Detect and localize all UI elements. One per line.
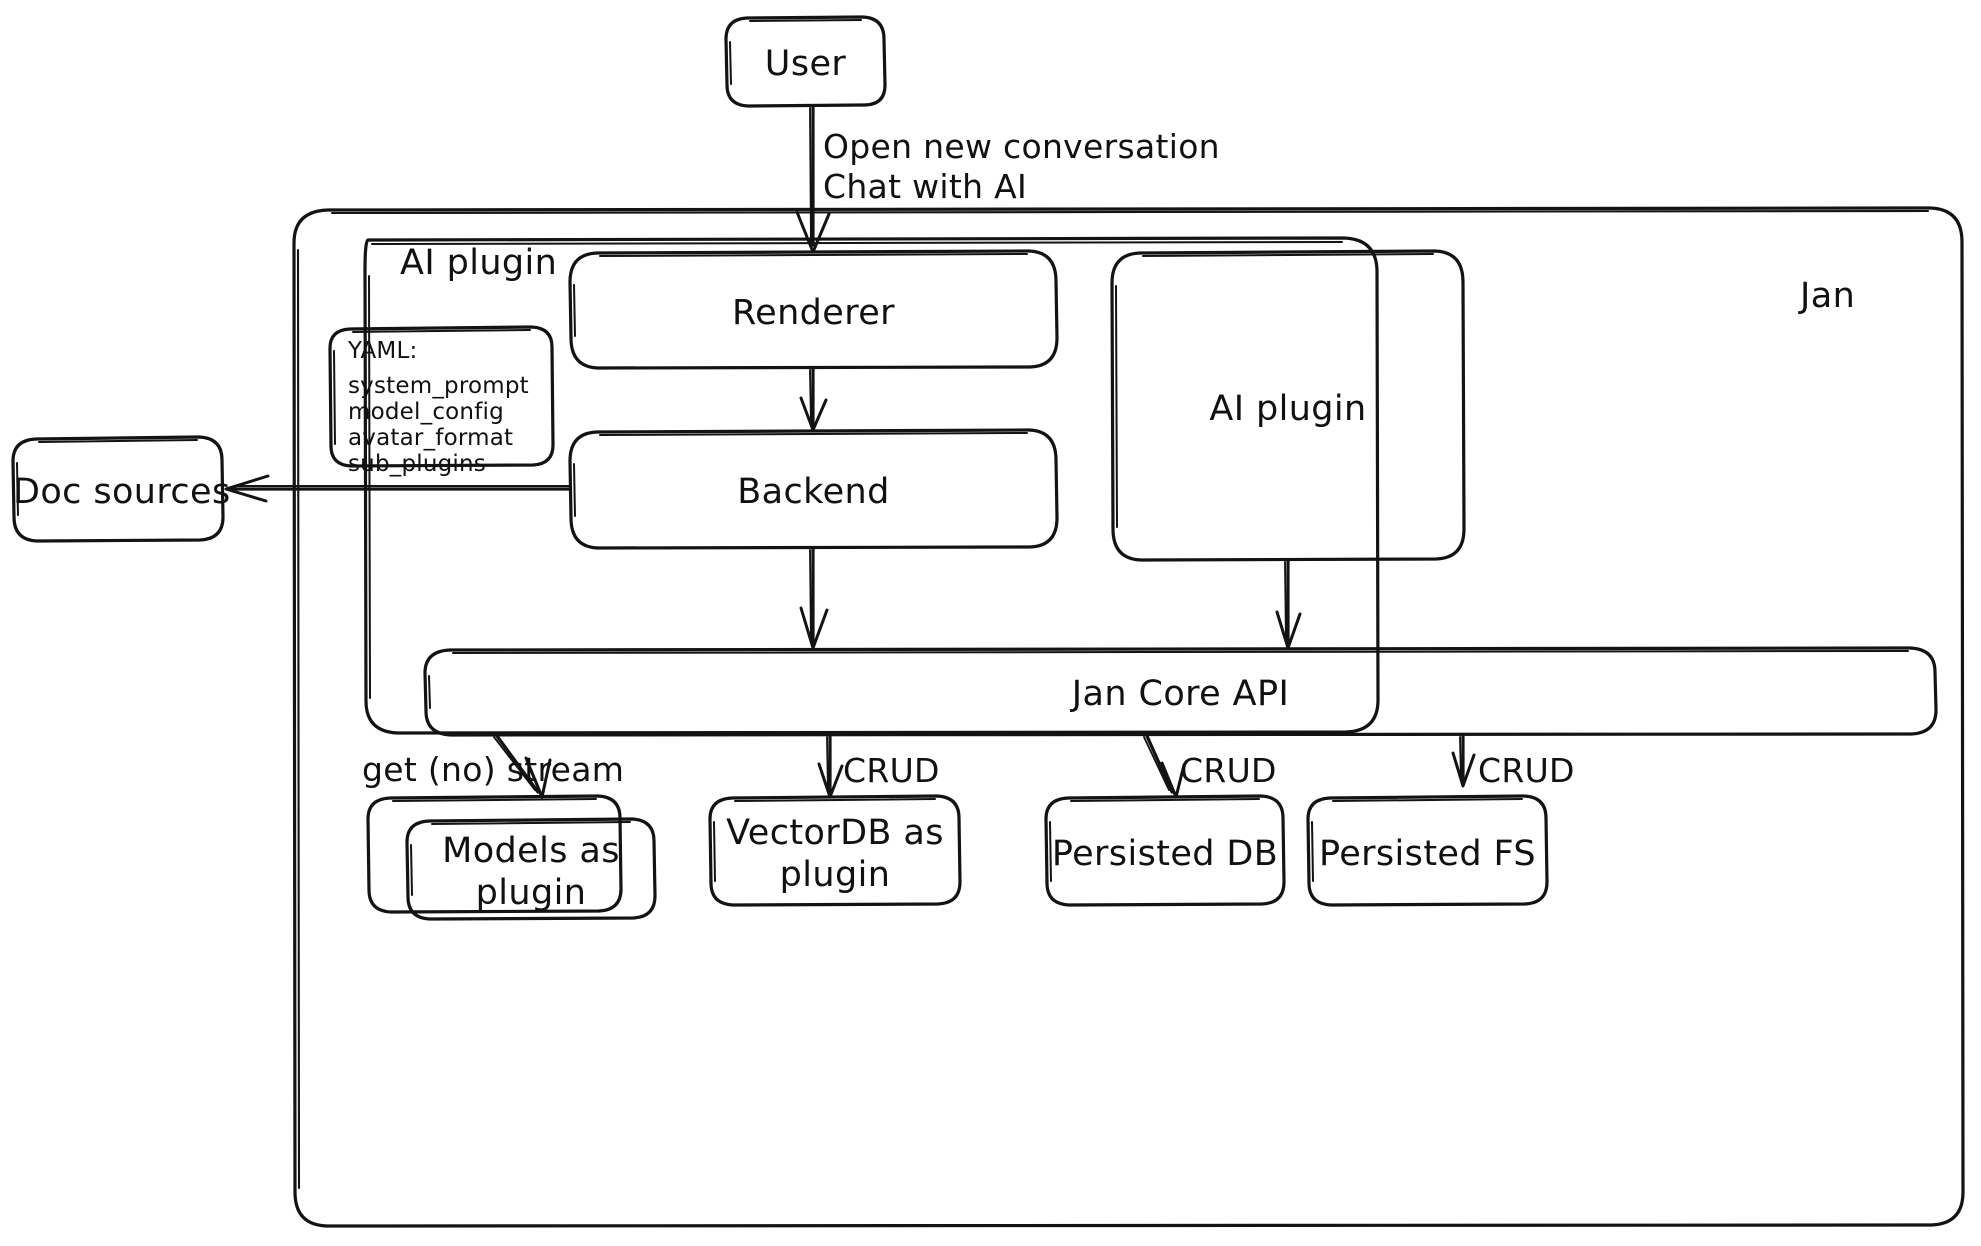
persisted-db-box-outline (1044, 794, 1286, 907)
arrow-user-to-renderer (795, 105, 831, 254)
ai-plugin-node[interactable] (1112, 251, 1464, 560)
yaml-note-box[interactable] (330, 327, 553, 466)
jan-group[interactable] (1790, 268, 1900, 314)
user-node[interactable] (726, 17, 885, 106)
models-plugin-box-outline (405, 817, 657, 921)
jan-core-api-box-outline (423, 646, 1938, 737)
arrow-ai-plugin-to-core (1275, 559, 1302, 650)
arrow-core-to-vectordb (817, 734, 844, 799)
yaml-note-box-outline (328, 325, 555, 468)
renderer-node[interactable] (570, 251, 1057, 368)
arrow-backend-to-core (799, 547, 829, 650)
arrow-backend-to-doc-sources (224, 474, 571, 503)
vectordb-plugin-box-outline (708, 794, 962, 907)
arrow-renderer-to-backend (799, 367, 828, 432)
models-plugin-back-box-outline (366, 794, 623, 914)
renderer-box-outline (568, 249, 1059, 370)
persisted-fs-box-outline (1306, 794, 1549, 907)
jan-container-outline (292, 206, 1965, 1228)
user-box-outline (724, 15, 887, 108)
backend-node[interactable] (570, 430, 1057, 548)
arrow-core-to-models (493, 734, 552, 799)
persisted-db-node[interactable] (1046, 796, 1284, 905)
models-plugin-node[interactable] (368, 796, 655, 919)
backend-box-outline (568, 428, 1059, 550)
jan-core-api-node[interactable] (425, 648, 1936, 735)
doc-sources-box-outline (11, 435, 225, 543)
vectordb-plugin-node[interactable] (710, 796, 960, 905)
doc-sources-node[interactable] (13, 437, 223, 541)
arrow-core-to-persisted-db (1143, 734, 1186, 799)
arrow-core-to-persisted-fs (1451, 734, 1476, 788)
ai-plugin-box-outline (1110, 249, 1466, 562)
persisted-fs-node[interactable] (1308, 796, 1547, 905)
